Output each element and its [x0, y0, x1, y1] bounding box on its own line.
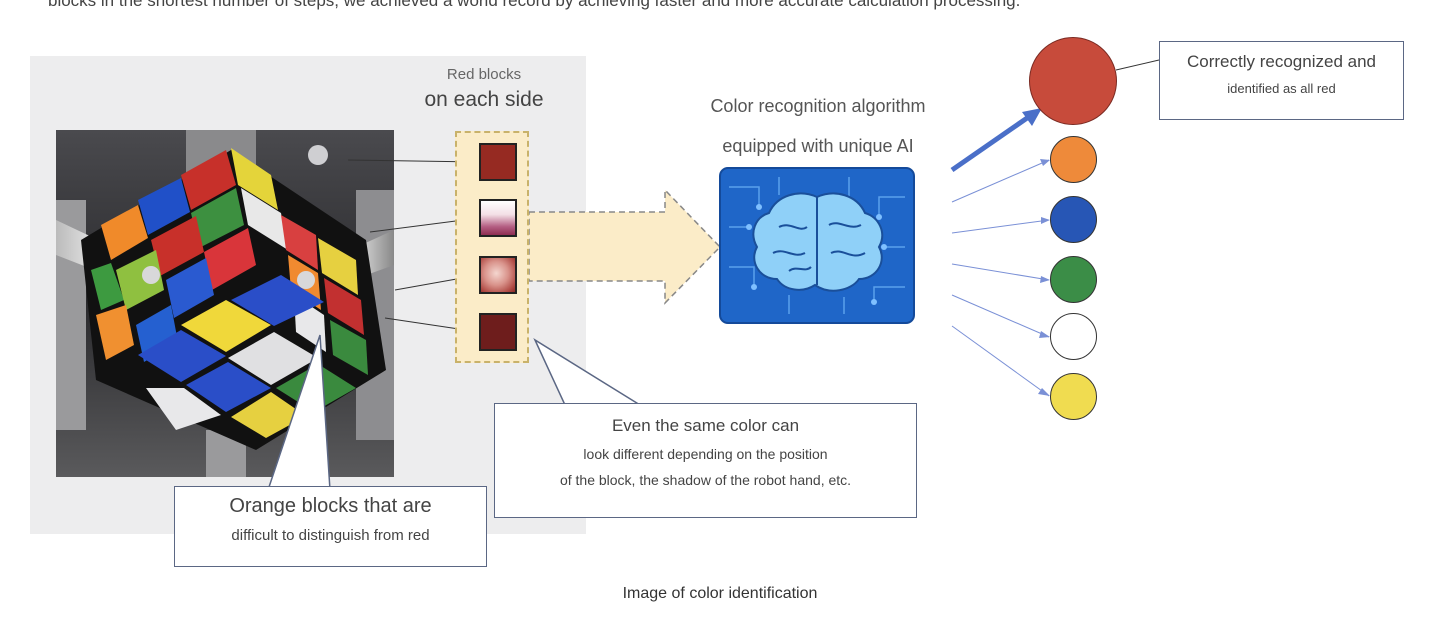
- dashed-arrow-to-ai: [528, 188, 722, 305]
- correct-line-2: identified as all red: [1227, 81, 1336, 96]
- thick-arrow-to-red: [950, 113, 1032, 173]
- brain-circuit-icon: [719, 167, 915, 324]
- ai-brain-chip: [719, 167, 915, 324]
- orange-callout-pointer: [266, 334, 331, 491]
- same-line-2: look different depending on the position: [583, 446, 828, 462]
- algorithm-title: Color recognition algorithm equipped wit…: [668, 86, 968, 166]
- yellow-circle: [1050, 373, 1097, 420]
- orange-line-1: Orange blocks that are: [229, 495, 432, 517]
- red-block-swatch-3: [479, 256, 517, 294]
- red-block-swatch-1: [479, 143, 517, 181]
- result-red-circle: [1029, 37, 1117, 125]
- same-color-callout: Even the same color can look different d…: [494, 403, 917, 518]
- correct-line-1: Correctly recognized and: [1187, 52, 1376, 71]
- thin-output-arrows: [951, 159, 1050, 397]
- same-color-callout-pointer: [533, 338, 643, 406]
- blue-circle: [1050, 196, 1097, 243]
- orange-line-2: difficult to distinguish from red: [231, 527, 430, 544]
- green-circle: [1050, 256, 1097, 303]
- red-block-swatch-4: [479, 313, 517, 351]
- same-line-3: of the block, the shadow of the robot ha…: [559, 472, 852, 488]
- algorithm-line-1: Color recognition algorithm: [710, 96, 926, 116]
- figure-caption: Image of color identification: [622, 585, 818, 602]
- orange-circle: [1050, 136, 1097, 183]
- red-block-swatch-2: [479, 199, 517, 237]
- top-description-text: blocks in the shortest number of steps, …: [48, 0, 1021, 10]
- algorithm-line-2: equipped with unique AI: [722, 136, 914, 156]
- white-circle: [1050, 313, 1097, 360]
- correctly-recognized-callout: Correctly recognized and identified as a…: [1159, 41, 1404, 120]
- same-line-1: Even the same color can: [611, 416, 800, 435]
- on-each-side-label: on each side: [424, 88, 544, 111]
- red-blocks-label: Red blocks: [446, 66, 522, 83]
- red-blocks-title: Red blocks on each side: [420, 66, 548, 112]
- orange-blocks-callout: Orange blocks that are difficult to dist…: [174, 486, 487, 567]
